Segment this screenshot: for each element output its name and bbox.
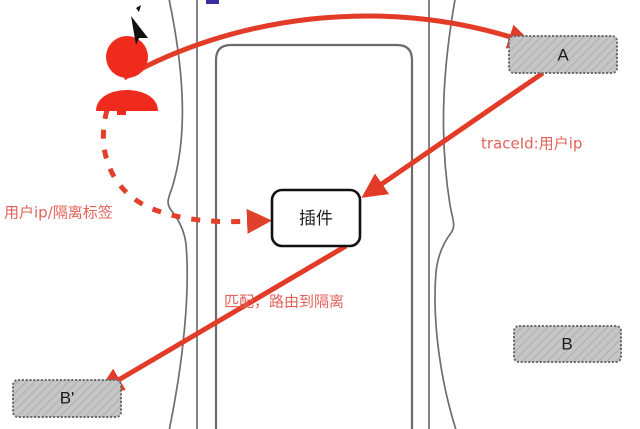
service-b-label: B	[561, 334, 572, 353]
central-container	[214, 43, 414, 429]
service-box-b[interactable]: B	[513, 325, 622, 363]
plugin-box[interactable]: 插件	[270, 188, 362, 248]
annotation-match-route: 匹配，路由到隔离	[224, 293, 344, 311]
clipped-blue-fragment	[206, 0, 219, 4]
user-avatar-icon	[96, 36, 158, 115]
left-zone-boundary	[167, 0, 189, 429]
plugin-box-label: 插件	[299, 209, 333, 229]
edge-service-a-to-plugin	[361, 70, 545, 198]
service-b-fill	[514, 326, 621, 362]
avatar-base	[117, 108, 126, 115]
edge-person-to-service-a	[122, 13, 534, 81]
avatar-head	[106, 36, 148, 78]
cursor-arrow-icon	[131, 5, 148, 45]
service-a-label: A	[557, 45, 569, 64]
plugin-box-shape	[270, 188, 362, 248]
edge-person-to-plugin-dashed	[100, 109, 272, 234]
right-zone-boundary	[434, 0, 457, 429]
service-a-border	[508, 35, 618, 74]
service-b-prime-border	[12, 379, 122, 418]
service-b-prime-label: B'	[60, 388, 75, 407]
service-box-a[interactable]: A	[508, 35, 618, 74]
service-a-fill	[509, 36, 617, 73]
service-box-b-prime[interactable]: B'	[12, 379, 122, 418]
service-b-border	[513, 325, 622, 363]
cursor-tick	[136, 5, 141, 12]
cursor-pointer	[131, 16, 148, 45]
annotation-trace-id: traceId:用户ip	[481, 135, 582, 153]
service-b-prime-fill	[13, 380, 121, 417]
avatar-body	[96, 90, 158, 111]
annotation-user-ip-tag: 用户ip/隔离标签	[4, 204, 113, 222]
edge-plugin-to-service-b-prime	[97, 243, 348, 393]
